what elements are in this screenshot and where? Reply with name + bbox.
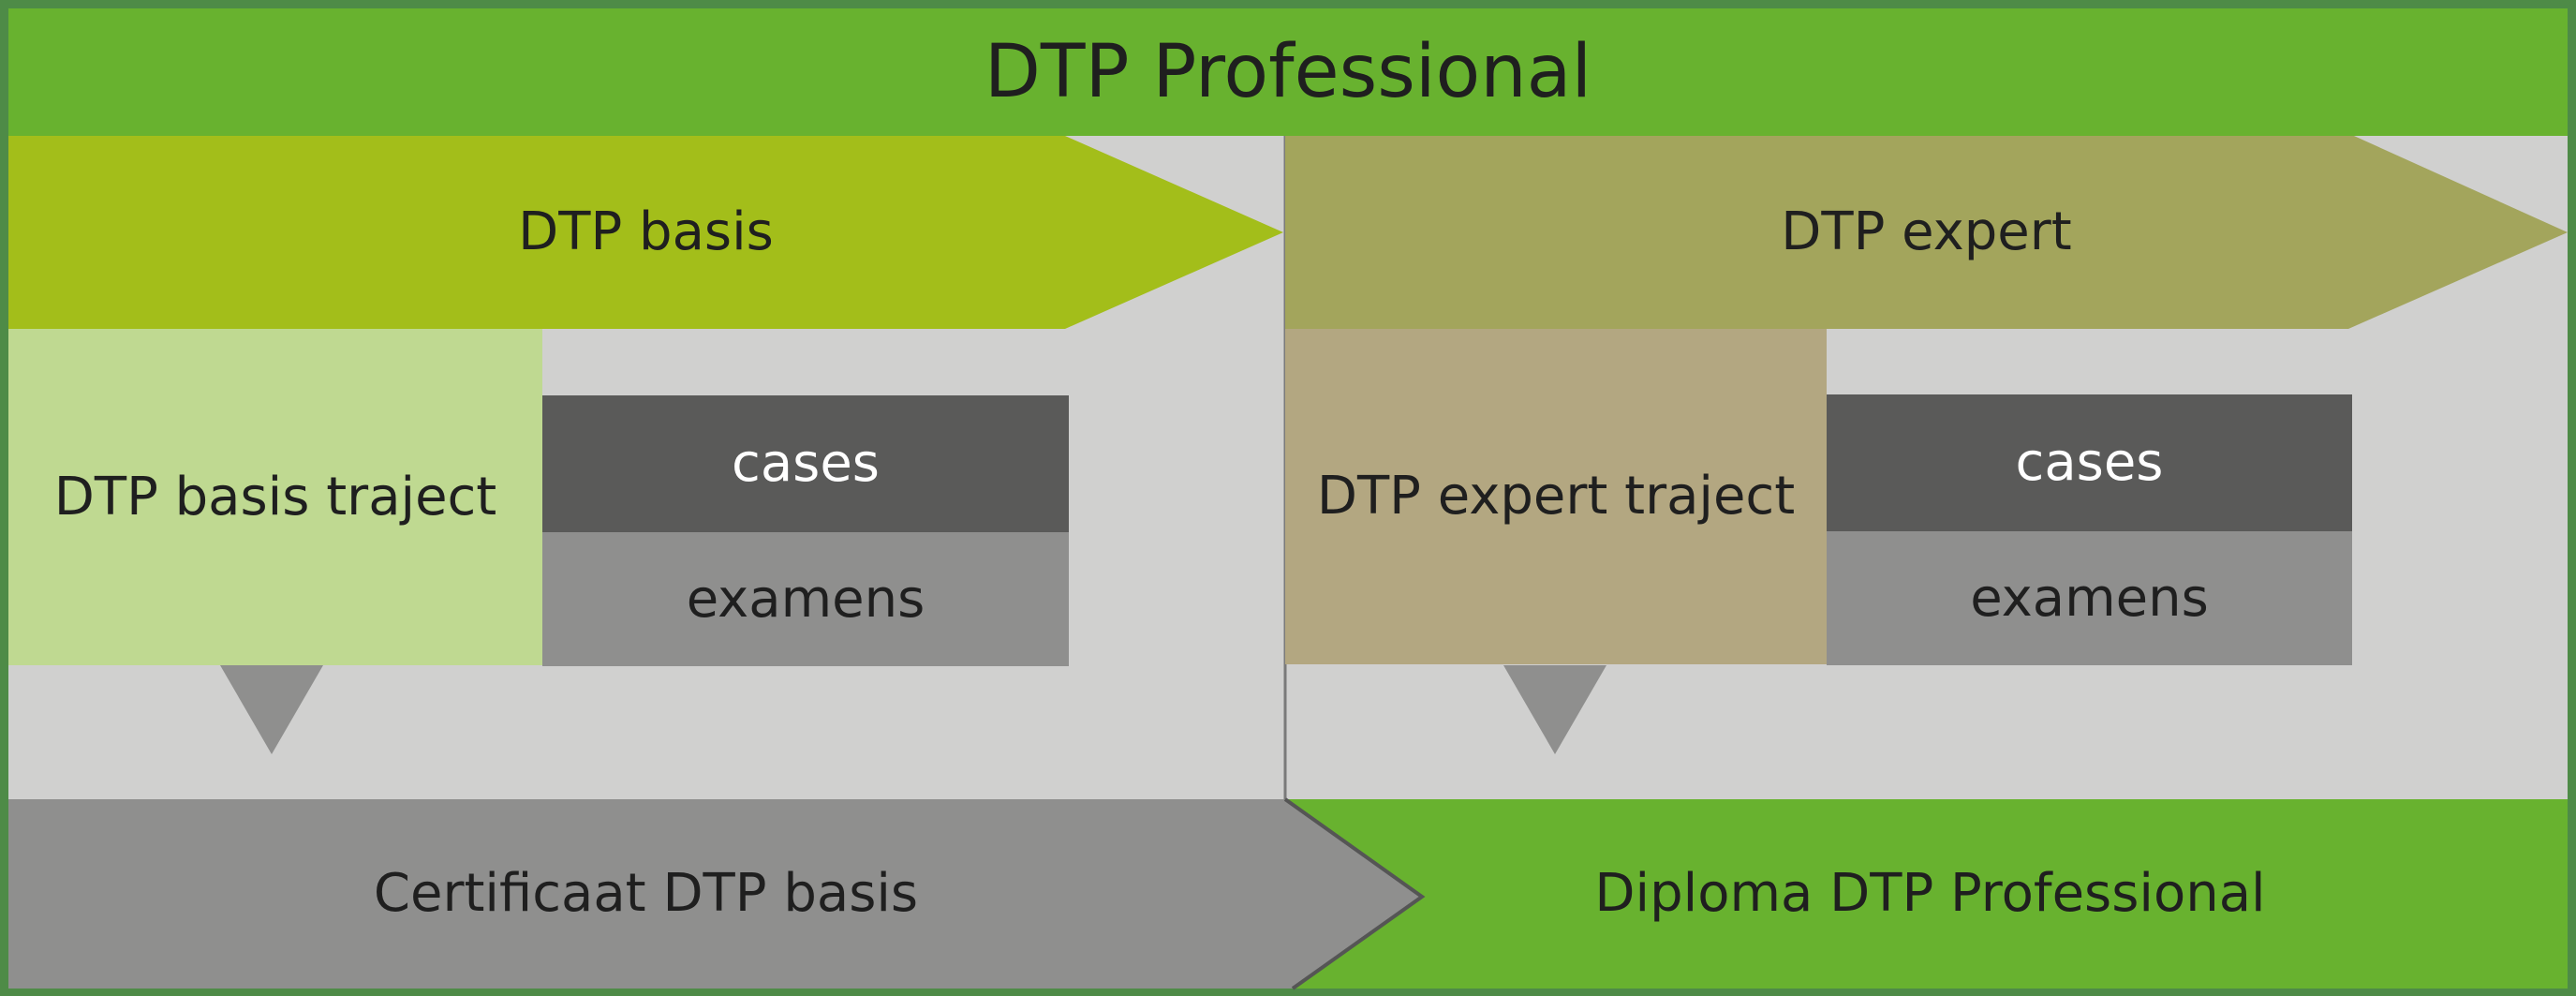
expert-traject-box bbox=[1285, 329, 1827, 664]
certificate-arrow-outline bbox=[1283, 797, 1426, 990]
page-title: DTP Professional bbox=[984, 30, 1592, 114]
certificate-label: Certificaat DTP basis bbox=[373, 863, 919, 924]
basis-traject-box bbox=[8, 329, 542, 665]
expert-down-pointer bbox=[1503, 665, 1606, 754]
expert-arrow-label: DTP expert bbox=[1781, 201, 2072, 262]
basis-arrow-label: DTP basis bbox=[518, 201, 774, 262]
expert-exams-box bbox=[1827, 531, 2352, 665]
basis-arrow bbox=[8, 136, 1283, 329]
expert-exams-label: examens bbox=[1970, 567, 2209, 629]
basis-cases-label: cases bbox=[732, 433, 880, 494]
expert-cases-box bbox=[1827, 394, 2352, 531]
certificate-arrow bbox=[8, 799, 1422, 989]
basis-down-pointer bbox=[220, 665, 323, 754]
diploma-bar bbox=[1285, 799, 2568, 989]
expert-arrow bbox=[1285, 136, 2568, 329]
expert-cases-label: cases bbox=[2015, 432, 2164, 493]
basis-traject-label: DTP basis traject bbox=[53, 466, 497, 528]
basis-cases-box bbox=[542, 395, 1069, 532]
basis-exams-box bbox=[542, 532, 1069, 666]
title-bar bbox=[8, 8, 2568, 136]
expert-traject-label: DTP expert traject bbox=[1316, 466, 1796, 527]
basis-exams-label: examens bbox=[686, 568, 925, 630]
diploma-label: Diploma DTP Professional bbox=[1594, 863, 2266, 924]
